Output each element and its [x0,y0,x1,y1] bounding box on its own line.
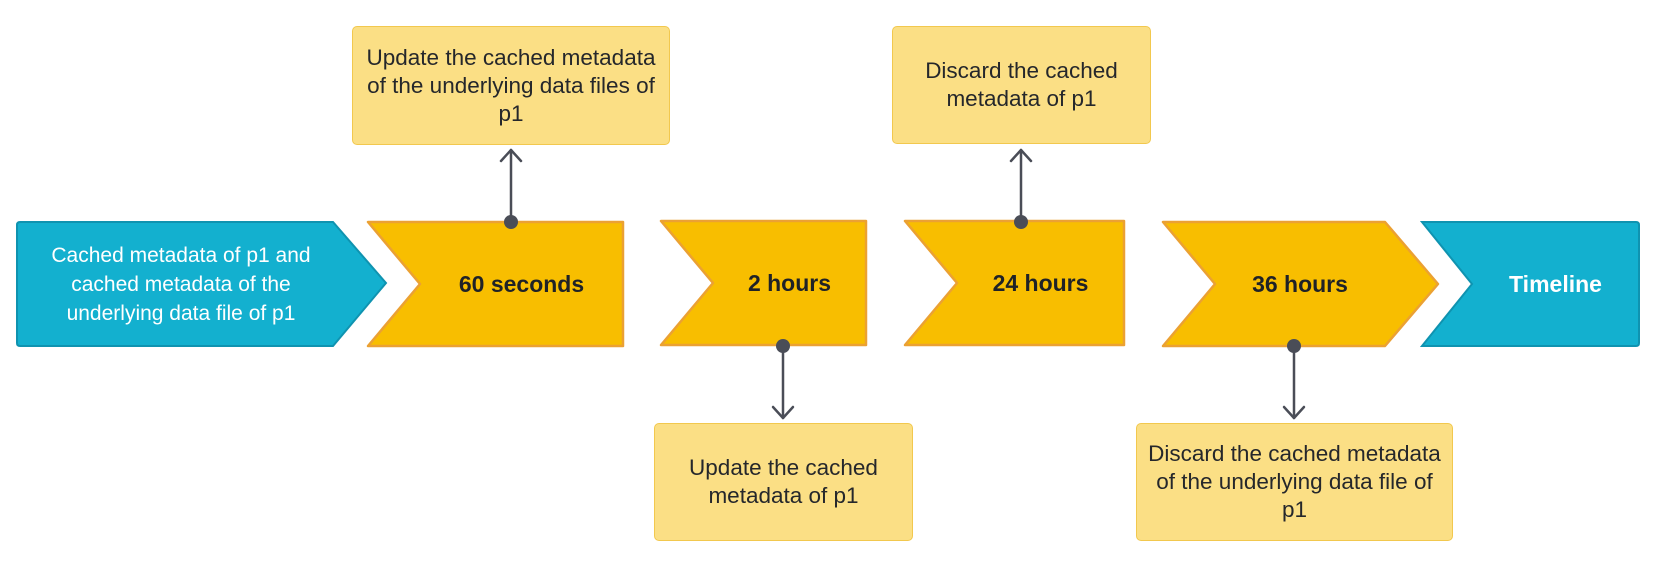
note-update-metadata-p1: Update the cached metadata of p1 [654,423,913,541]
step-chevron-36-hours [1161,220,1440,348]
arrow-up-icon [499,148,523,163]
end-chevron [1419,221,1640,347]
note-discard-metadata-p1: Discard the cached metadata of p1 [892,26,1151,144]
step-label-2-hours: 2 hours [747,269,832,296]
arrow-down-icon [771,405,795,420]
step-label-36-hours: 36 hours [1252,270,1348,297]
arrow-down-icon [1282,405,1306,420]
end-label: Timeline [1509,270,1602,297]
step-label-60-seconds: 60 seconds [458,270,585,297]
start-chevron [16,221,388,347]
step-chevron-60-seconds [366,220,625,348]
step-chevron-2-hours [659,219,868,347]
step-label-24-hours: 24 hours [992,269,1089,296]
connector-36-hours [1282,339,1306,420]
note-update-data-files-p1: Update the cached metadata of the underl… [352,26,670,145]
arrow-up-icon [1009,148,1033,163]
step-chevron-24-hours [903,219,1126,347]
connector-2-hours [771,339,795,420]
note-discard-data-file-p1: Discard the cached metadata of the under… [1136,423,1453,541]
connector-24-hours [1009,148,1033,229]
connector-60-seconds [499,148,523,229]
start-label: Cached metadata of p1 and cached metadat… [51,243,311,325]
